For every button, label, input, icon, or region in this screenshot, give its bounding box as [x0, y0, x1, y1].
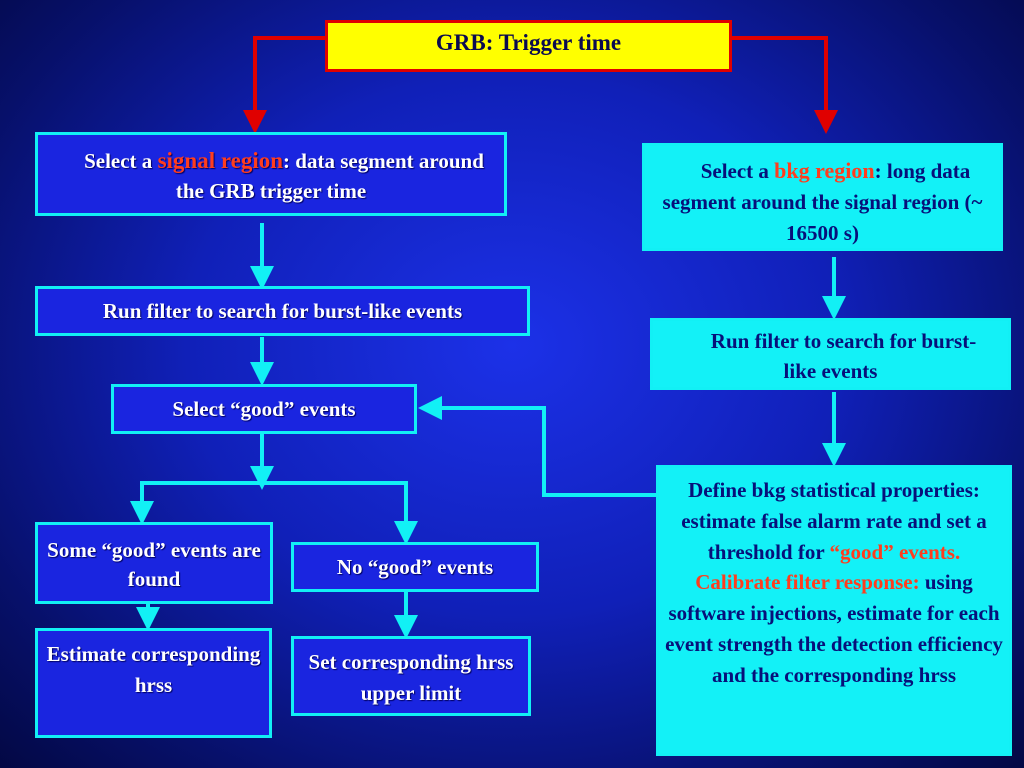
define-highlight-text: “good” events. Calibrate filter response… [695, 539, 961, 595]
bkg-region-highlight: bkg region [774, 158, 875, 183]
no-good-text: No “good” events [336, 555, 494, 579]
some-good-box: Some “good” events are found [35, 522, 273, 604]
bkg-post-text: : long data segment around the signal re… [662, 159, 983, 245]
upper-limit-text: Set corresponding hrss upper limit [308, 650, 514, 705]
title-text: GRB: Trigger time [435, 30, 622, 55]
signal-pre-text: Select a [84, 149, 158, 173]
define-bkg-box: Define bkg statistical properties: estim… [656, 465, 1012, 756]
arrow-title-to-bkg [731, 36, 838, 134]
run-filter-right-text: Run filter to search for burst-like even… [710, 329, 977, 383]
some-good-text: Some “good” events are found [47, 538, 261, 591]
bkg-region-box: Select a bkg region: long data segment a… [642, 143, 1003, 251]
upper-limit-box: Set corresponding hrss upper limit [291, 636, 531, 716]
run-filter-left-text: Run filter to search for burst-like even… [102, 299, 463, 323]
run-filter-left-box: Run filter to search for burst-like even… [35, 286, 530, 336]
arrow-define-to-select [418, 396, 658, 497]
signal-region-box: Select a signal region: data segment aro… [35, 132, 507, 216]
select-good-text: Select “good” events [172, 397, 356, 421]
define-post-text: using software injections, estimate for … [665, 570, 1003, 687]
no-good-box: No “good” events [291, 542, 539, 592]
select-good-box: Select “good” events [111, 384, 417, 434]
arrow-split-to-none [262, 481, 418, 545]
title-box: GRB: Trigger time [325, 20, 732, 72]
signal-post-text: : data segment around the GRB trigger ti… [175, 149, 484, 203]
arrow-split-to-some [130, 481, 262, 525]
bkg-pre-text: Select a [700, 159, 775, 183]
arrow-title-to-signal [243, 36, 327, 134]
estimate-text: Estimate corresponding hrss [46, 642, 261, 697]
define-pre-text: Define bkg statistical properties: estim… [681, 478, 987, 564]
estimate-box: Estimate corresponding hrss [35, 628, 272, 738]
signal-region-highlight: signal region [157, 148, 284, 173]
run-filter-right-box: Run filter to search for burst-like even… [650, 318, 1011, 390]
